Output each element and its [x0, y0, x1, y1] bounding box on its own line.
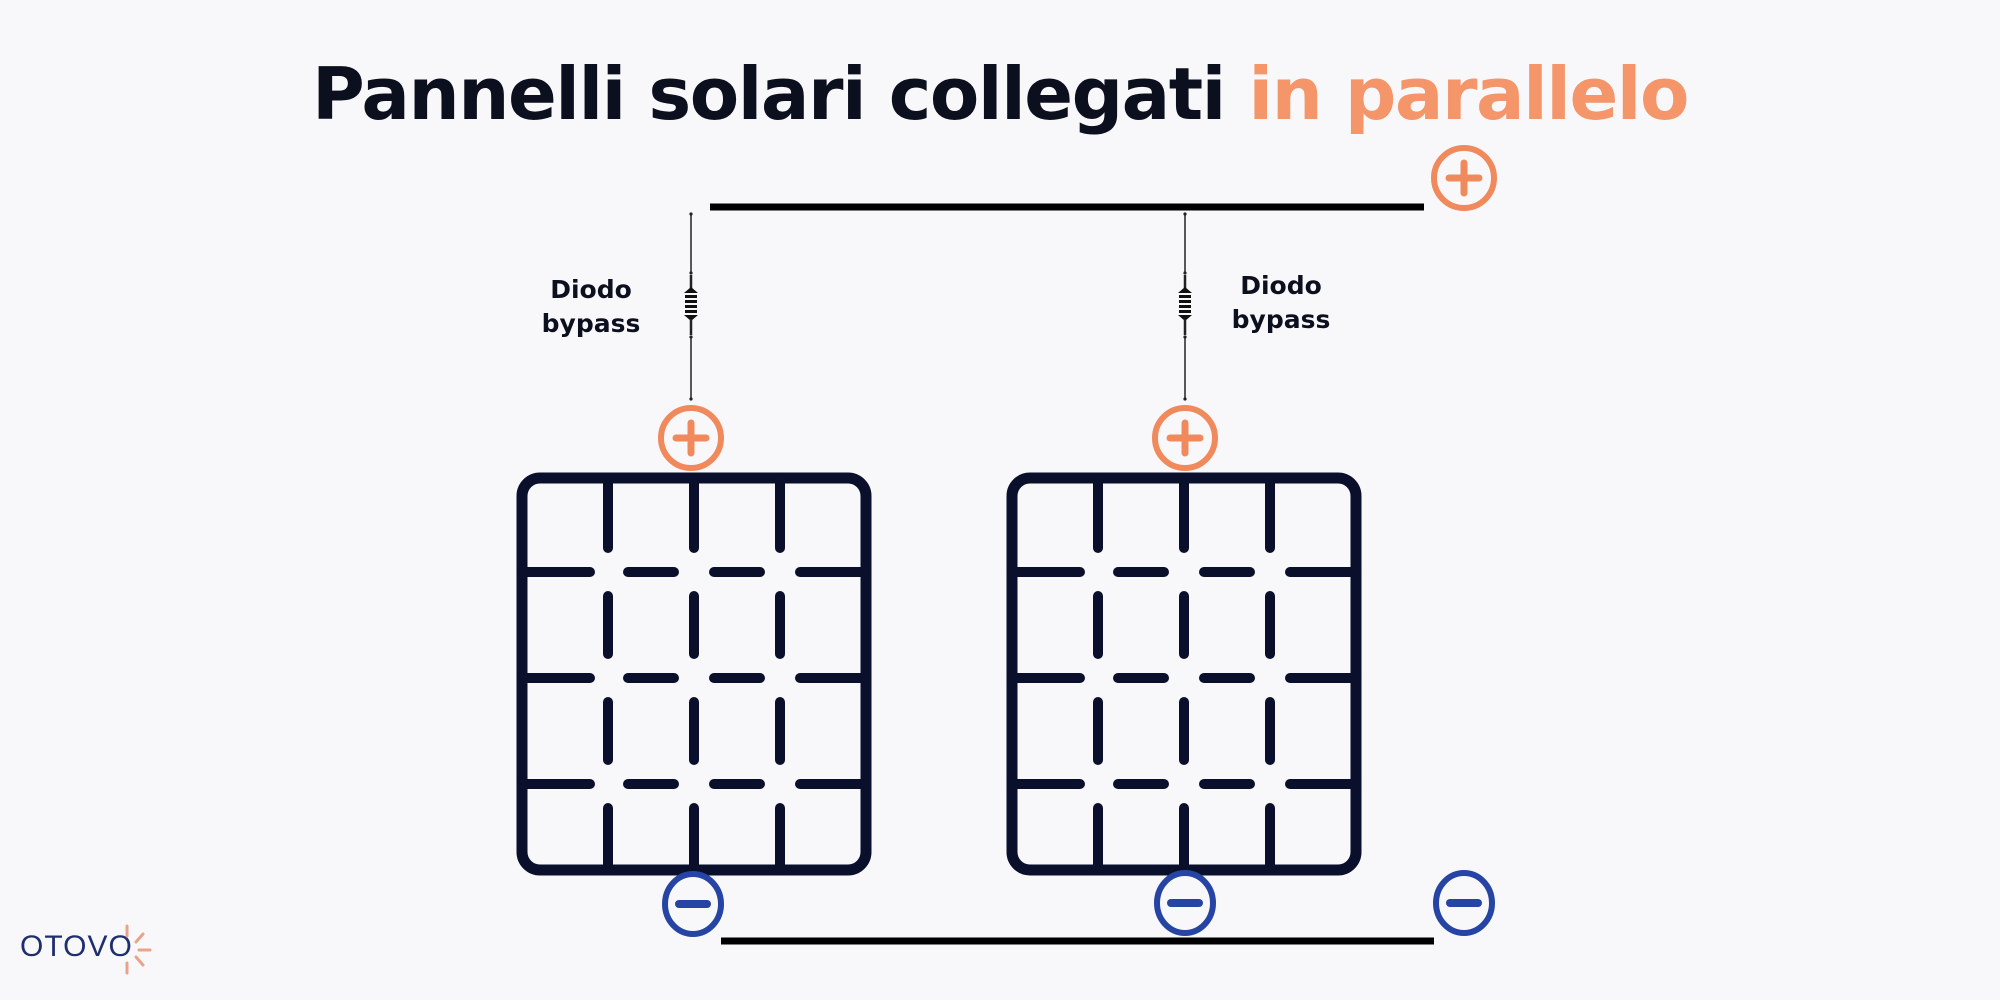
diode-label-left: Diodo bypass — [526, 273, 656, 341]
plus-icon — [1155, 408, 1215, 468]
diode-label-right: Diodo bypass — [1216, 269, 1346, 337]
title-accent: in parallelo — [1248, 52, 1689, 136]
otovo-logo: OTOVO — [20, 930, 133, 964]
logo-text: OTOVO — [20, 930, 133, 963]
diode-label-line: Diodo — [550, 275, 632, 304]
diode-label-line: Diodo — [1240, 271, 1322, 300]
sun-rays-icon — [125, 924, 152, 975]
bypass-diode-right — [1176, 211, 1194, 402]
bypass-diode-left — [682, 211, 700, 402]
plus-icon — [1434, 148, 1494, 208]
solar-panel-2 — [1012, 478, 1356, 870]
minus-icon — [1436, 873, 1492, 933]
minus-icon — [665, 874, 721, 934]
diode-label-line: bypass — [541, 309, 641, 338]
plus-icon — [661, 408, 721, 468]
solar-panel-1 — [522, 478, 866, 870]
page-title: Pannelli solari collegati in parallelo — [0, 52, 2000, 136]
minus-icon — [1157, 873, 1213, 933]
diode-label-line: bypass — [1231, 305, 1331, 334]
title-main: Pannelli solari collegati — [312, 52, 1226, 136]
